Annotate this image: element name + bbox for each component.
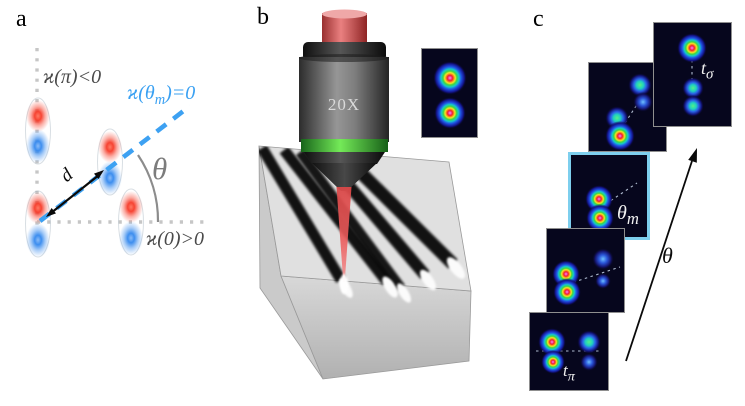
mode-pair-inset bbox=[421, 48, 478, 138]
theta-sweep-arrow bbox=[625, 148, 697, 362]
mode-image-t-pi: tπ bbox=[529, 312, 609, 391]
theta-sweep-label: θ bbox=[662, 243, 673, 268]
mode-image-intermediate-1 bbox=[546, 228, 625, 313]
dipole-icon bbox=[25, 190, 51, 258]
dipole-icon bbox=[97, 128, 123, 196]
laser-input-port bbox=[322, 13, 367, 47]
dipole-icon bbox=[118, 188, 144, 256]
panel-a-letter: a bbox=[16, 6, 27, 32]
mode-spot-green bbox=[682, 95, 704, 117]
kappa-theta-m-label: ϰ(θm)=0 bbox=[127, 82, 196, 108]
mode-spot-hot bbox=[605, 121, 635, 151]
mode-spot-hot bbox=[434, 97, 466, 129]
microscope-objective: 20X bbox=[299, 9, 389, 191]
dipole-icon bbox=[25, 97, 51, 165]
waveguide-channels bbox=[259, 146, 458, 291]
mode-spot-faint bbox=[580, 353, 598, 371]
laser-beam bbox=[336, 187, 352, 294]
laser-focus-glow bbox=[340, 274, 348, 294]
t-pi-label: tπ bbox=[563, 361, 575, 385]
mode-spot-hot bbox=[433, 61, 467, 95]
theta-m-label: θm bbox=[617, 202, 639, 228]
mode-spot-hot bbox=[553, 278, 581, 306]
mode-spot-faint bbox=[595, 273, 611, 289]
t-sigma-label: tσ bbox=[701, 58, 714, 83]
kappa-pi-label: ϰ(π)<0 bbox=[43, 66, 102, 88]
mode-spot-green bbox=[682, 77, 704, 99]
mode-spot-green bbox=[577, 330, 601, 354]
d-distance-arrow bbox=[46, 170, 104, 217]
mode-spot-green bbox=[628, 73, 652, 97]
panel-c-letter: c bbox=[533, 6, 544, 32]
theta-arc bbox=[137, 154, 160, 223]
mode-pair-inset-image bbox=[433, 61, 467, 129]
theta-angle-label: θ bbox=[152, 151, 168, 186]
objective-green-band bbox=[301, 139, 388, 152]
mode-image-theta-m: θm bbox=[568, 152, 650, 240]
mode-spot-hot bbox=[677, 33, 707, 63]
mode-spot-hot bbox=[586, 204, 614, 232]
objective-magnification-label: 20X bbox=[328, 95, 360, 114]
kappa-zero-label: ϰ(0)>0 bbox=[146, 228, 205, 250]
mode-axis-dashed-line bbox=[561, 266, 621, 287]
mode-spot-hot bbox=[541, 350, 565, 374]
mode-spot-faint bbox=[592, 248, 614, 270]
mode-spot-faint bbox=[633, 92, 653, 112]
mode-spot-hot bbox=[538, 328, 566, 356]
panel-b-letter: b bbox=[257, 4, 269, 30]
mode-image-t-sigma: tσ bbox=[653, 22, 732, 127]
panel-a-diagram bbox=[25, 48, 207, 258]
panel-b-illustration: 20X bbox=[258, 9, 472, 380]
